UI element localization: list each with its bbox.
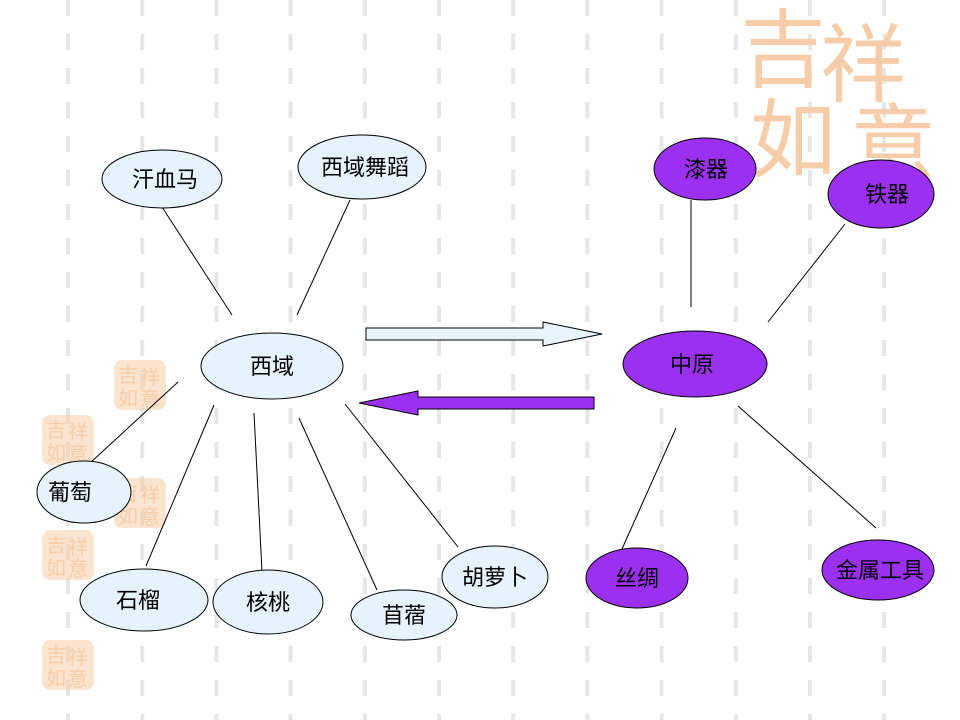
node-label: 葡萄 — [48, 481, 92, 506]
node-west-hub: 西域 — [200, 332, 344, 400]
watermark-char: 祥 — [820, 16, 906, 116]
node-label: 漆器 — [684, 158, 728, 183]
watermark-char: 吉 — [46, 643, 66, 667]
watermark-char: 祥 — [140, 483, 160, 507]
node-huluobo: 胡萝卜 — [441, 545, 549, 609]
watermark-char: 吉 — [46, 533, 66, 557]
watermark-char: 祥 — [140, 365, 160, 389]
node-label: 汗血马 — [132, 168, 198, 193]
watermark-char: 吉 — [46, 418, 66, 442]
watermark-seal: 吉 祥 如 意 — [42, 640, 94, 691]
watermark-char: 如 — [118, 386, 138, 410]
arrow-central-to-west — [358, 390, 595, 416]
arrow-west-to-central — [365, 321, 603, 347]
watermark-char: 如 — [46, 666, 66, 690]
node-label: 石榴 — [116, 589, 160, 614]
connector-line — [298, 417, 378, 591]
watermark-char: 意 — [140, 505, 160, 529]
node-label: 苜蓿 — [382, 604, 426, 629]
connector-line — [767, 223, 846, 323]
connector-line — [621, 427, 677, 550]
watermark-char: 祥 — [68, 535, 88, 559]
node-hetao: 核桃 — [212, 569, 324, 635]
connector-line — [145, 404, 215, 567]
node-label: 西域 — [250, 355, 294, 380]
node-putao: 葡萄 — [36, 460, 132, 524]
connector-line — [89, 381, 179, 464]
node-xiyu-wudao: 西域舞蹈 — [297, 134, 427, 200]
node-muxu: 苜蓿 — [350, 589, 458, 641]
watermark-seal: 吉 祥 如 意 — [42, 530, 94, 581]
connector-line — [344, 403, 459, 548]
watermark-char: 吉 — [118, 363, 138, 387]
node-tieqi: 铁器 — [827, 159, 935, 229]
west-nodes: 西域 汗血马 西域舞蹈 葡萄 石榴 核桃 苜蓿 胡萝卜 — [36, 134, 549, 641]
watermark-char: 如 — [46, 556, 66, 580]
watermark-char: 吉 — [740, 1, 826, 101]
watermark-char: 如 — [46, 441, 66, 465]
node-sichou: 丝绸 — [585, 547, 689, 609]
watermark-seals: 吉 祥 如 意 吉 祥 如 意 吉 祥 如 意 吉 祥 如 意 吉 — [42, 360, 166, 691]
watermark-char: 意 — [140, 387, 160, 411]
node-shiliu: 石榴 — [79, 568, 209, 632]
connector-line — [253, 412, 263, 573]
central-nodes: 中原 漆器 铁器 丝绸 金属工具 — [585, 137, 935, 609]
watermark-char: 意 — [68, 667, 88, 691]
node-central-hub: 中原 — [622, 330, 768, 398]
connector-line — [296, 199, 351, 316]
node-label: 金属工具 — [836, 559, 924, 584]
watermark-char: 祥 — [68, 420, 88, 444]
watermark-char: 意 — [68, 557, 88, 581]
node-hanxuema: 汗血马 — [101, 149, 223, 209]
node-label: 中原 — [670, 353, 714, 378]
watermark-seal: 吉 祥 如 意 — [114, 360, 166, 411]
node-label: 胡萝卜 — [462, 566, 528, 591]
connector-line — [161, 206, 233, 316]
node-label: 核桃 — [246, 591, 290, 616]
west-connectors — [89, 199, 459, 591]
node-label: 西域舞蹈 — [321, 156, 409, 181]
node-jinshu-gongju: 金属工具 — [821, 539, 935, 601]
watermark-char: 如 — [750, 91, 836, 191]
node-label: 丝绸 — [615, 567, 659, 592]
watermark-seal: 吉 祥 如 意 — [42, 415, 94, 466]
central-connectors — [621, 200, 877, 550]
node-label: 铁器 — [865, 183, 909, 208]
connector-line — [737, 405, 877, 529]
watermark-char: 意 — [68, 442, 88, 466]
watermark-char: 祥 — [68, 645, 88, 669]
node-qiqi: 漆器 — [653, 137, 757, 201]
